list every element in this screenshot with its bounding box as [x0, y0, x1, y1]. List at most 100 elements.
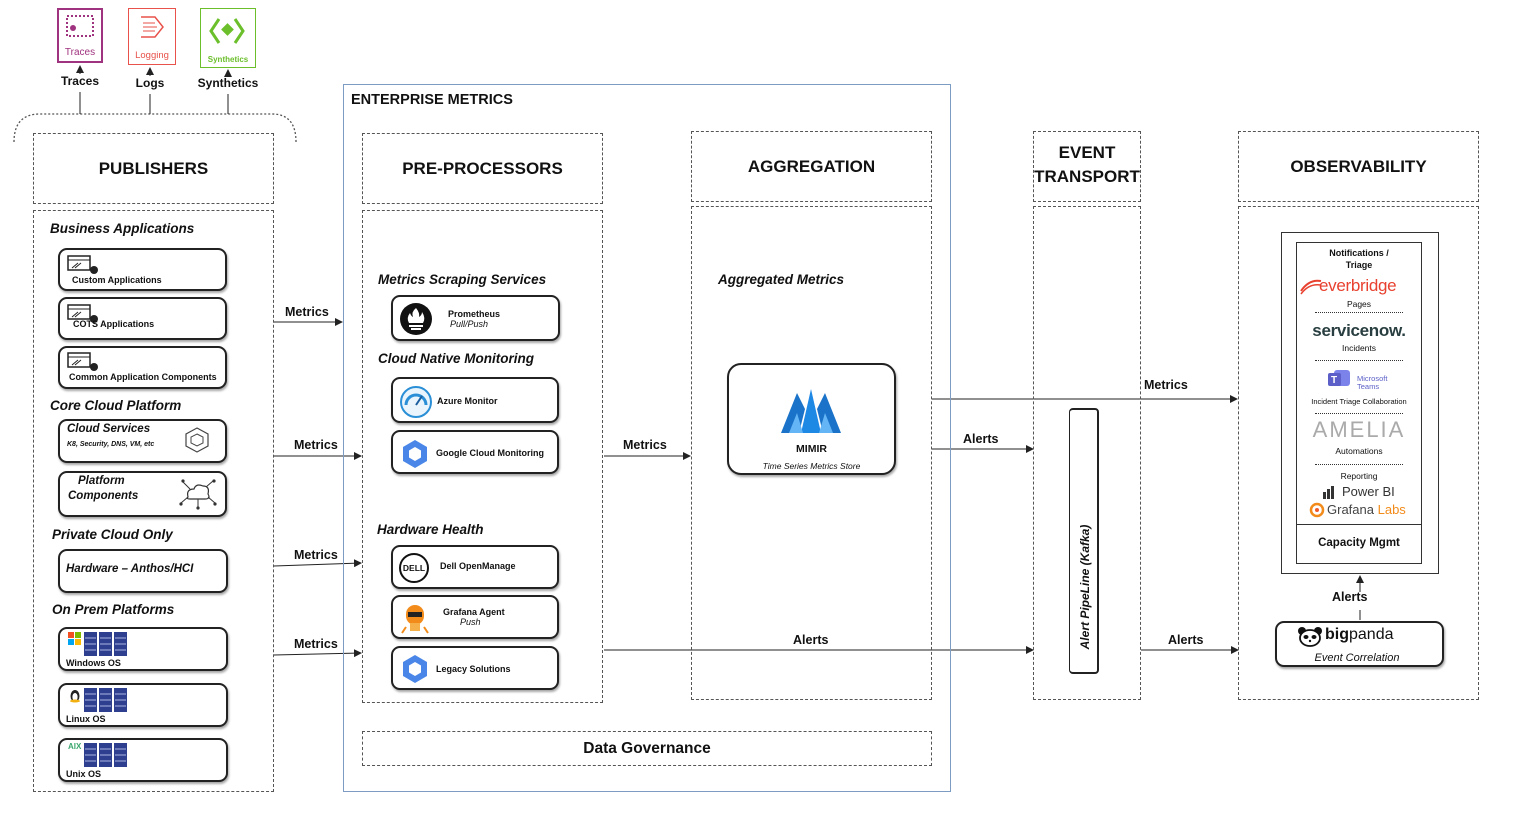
prometheus-sub: Pull/Push	[450, 319, 489, 329]
gcp-hexagon-icon	[403, 440, 427, 468]
metrics-arrow-label-4: Metrics	[294, 637, 338, 651]
bigpanda-logo-panda: panda	[1349, 626, 1394, 643]
teams-label-1: Microsoft	[1357, 374, 1388, 383]
azure-monitor-label: Azure Monitor	[437, 396, 498, 406]
hardware-card: Hardware – Anthos/HCI	[58, 549, 228, 593]
metrics-arrow-label-2: Metrics	[294, 438, 338, 452]
traces-label: Traces	[60, 74, 100, 88]
pages-label: Pages	[1346, 299, 1372, 309]
metrics-arrow-label-1: Metrics	[285, 305, 329, 319]
alerts-pre-label: Alerts	[793, 633, 829, 647]
event-transport-title-1: EVENT	[1058, 143, 1116, 162]
metrics-arrow-label-3: Metrics	[294, 548, 338, 562]
alerts-agg-label: Alerts	[963, 432, 999, 446]
synthetics-icon: Synthetics	[200, 8, 256, 68]
synthetics-icon-label: Synthetics	[207, 55, 249, 64]
dell-openmanage-card: DELL Dell OpenManage	[391, 545, 559, 589]
svg-text:T: T	[1331, 375, 1337, 386]
hardware-label: Hardware – Anthos/HCI	[66, 563, 194, 575]
common-components-card: Common Application Components	[58, 346, 227, 389]
aggregated-metrics-label: Aggregated Metrics	[718, 272, 845, 287]
cots-applications-card: COTS Applications	[58, 297, 227, 340]
event-correlation-label: Event Correlation	[1314, 652, 1400, 664]
hardware-health-label: Hardware Health	[377, 522, 484, 537]
publishers-body	[33, 210, 274, 792]
azure-monitor-gauge-icon	[400, 386, 432, 418]
reporting-label: Reporting	[1340, 471, 1378, 481]
custom-applications-label: Custom Applications	[72, 275, 162, 285]
everbridge-swoosh-icon	[1300, 279, 1322, 295]
google-cloud-monitoring-label: Google Cloud Monitoring	[436, 448, 544, 458]
bigpanda-logo-big: big	[1325, 626, 1349, 643]
observability-tools-frame	[1281, 232, 1439, 574]
event-transport-title: EVENT TRANSPORT	[1023, 141, 1151, 189]
pre-processors-header-box	[362, 133, 603, 204]
metrics-scraping-label: Metrics Scraping Services	[378, 272, 547, 287]
platform-components-card: Platform Components	[58, 471, 227, 517]
aggregation-body	[691, 206, 932, 700]
aggregation-title: AGGREGATION	[747, 156, 876, 176]
synthetics-label: Synthetics	[197, 76, 259, 90]
google-cloud-monitoring-card: Google Cloud Monitoring	[391, 430, 559, 474]
teams-label-2: Teams	[1357, 382, 1380, 391]
capacity-divider	[1297, 524, 1421, 525]
traces-icon-label: Traces	[64, 47, 96, 58]
notifications-label-2: Triage	[1345, 260, 1373, 270]
on-prem-platforms-label: On Prem Platforms	[52, 602, 175, 617]
notifications-label-1: Notifications /	[1329, 248, 1389, 258]
data-governance-box	[362, 731, 932, 766]
logging-icon: Logging	[128, 8, 176, 65]
cloud-network-icon	[179, 479, 217, 510]
everbridge-logo: everbridge	[1319, 276, 1397, 295]
grafana-agent-icon	[401, 605, 429, 634]
cloud-services-sub: K8, Security, DNS, VM, etc	[67, 441, 155, 448]
unix-os-card: AIX Unix OS	[58, 738, 228, 782]
observability-body	[1238, 206, 1479, 700]
prometheus-label: Prometheus	[448, 309, 501, 319]
event-transport-body	[1033, 206, 1141, 700]
capacity-mgmt-label: Capacity Mgmt	[1318, 537, 1400, 549]
dell-openmanage-label: Dell OpenManage	[440, 561, 516, 571]
observability-tools-panel: Notifications / Triage everbridge Pages …	[1296, 242, 1422, 564]
separator	[1315, 413, 1403, 414]
observability-header-box	[1238, 131, 1479, 202]
powerbi-label: Power BI	[1342, 484, 1395, 499]
linux-os-label: Linux OS	[66, 714, 106, 724]
linux-os-card: Linux OS	[58, 683, 228, 727]
grafana-label-text: Grafana	[1327, 502, 1374, 517]
separator	[1315, 464, 1403, 465]
event-transport-header-box	[1033, 131, 1141, 202]
platform-components-label-1: Platform	[78, 475, 125, 487]
cloud-native-label: Cloud Native Monitoring	[378, 351, 534, 366]
cots-applications-label: COTS Applications	[73, 319, 155, 329]
app-window-icon	[67, 304, 98, 323]
grafana-labs-text: Labs	[1377, 502, 1406, 517]
dell-logo: DELL	[399, 553, 429, 583]
amelia-logo: AMELIA	[1312, 417, 1406, 442]
logs-label: Logs	[135, 76, 165, 90]
bigpanda-logo: bigpanda	[1325, 626, 1394, 644]
business-applications-label: Business Applications	[50, 221, 195, 236]
event-transport-title-2: TRANSPORT	[1034, 167, 1140, 186]
kafka-pipeline-bar	[1069, 408, 1099, 674]
enterprise-metrics-title: ENTERPRISE METRICS	[351, 92, 513, 108]
legacy-solutions-card: Legacy Solutions	[391, 646, 559, 690]
alerts-bigpanda-label: Alerts	[1332, 590, 1368, 604]
mimir-card: MIMIR Time Series Metrics Store	[727, 363, 896, 475]
bigpanda-card: bigpanda Event Correlation	[1275, 621, 1444, 667]
servicenow-logo: servicenow.	[1312, 321, 1406, 340]
private-cloud-label: Private Cloud Only	[52, 527, 173, 542]
server-rack-icon	[84, 688, 127, 712]
traces-icon: Traces	[57, 8, 103, 63]
grafana-agent-card: Grafana Agent Push	[391, 595, 559, 639]
cube-icon	[185, 427, 209, 453]
server-rack-icon	[84, 632, 127, 656]
pre-processors-title: PRE-PROCESSORS	[402, 158, 563, 178]
prometheus-flame-icon	[400, 303, 432, 335]
incidents-label: Incidents	[1341, 343, 1377, 353]
separator	[1315, 360, 1403, 361]
metrics-pre-agg-label: Metrics	[623, 438, 667, 452]
logging-icon-label: Logging	[135, 50, 169, 61]
kafka-pipeline-label: Alert PipeLine (Kafka)	[1078, 524, 1092, 650]
